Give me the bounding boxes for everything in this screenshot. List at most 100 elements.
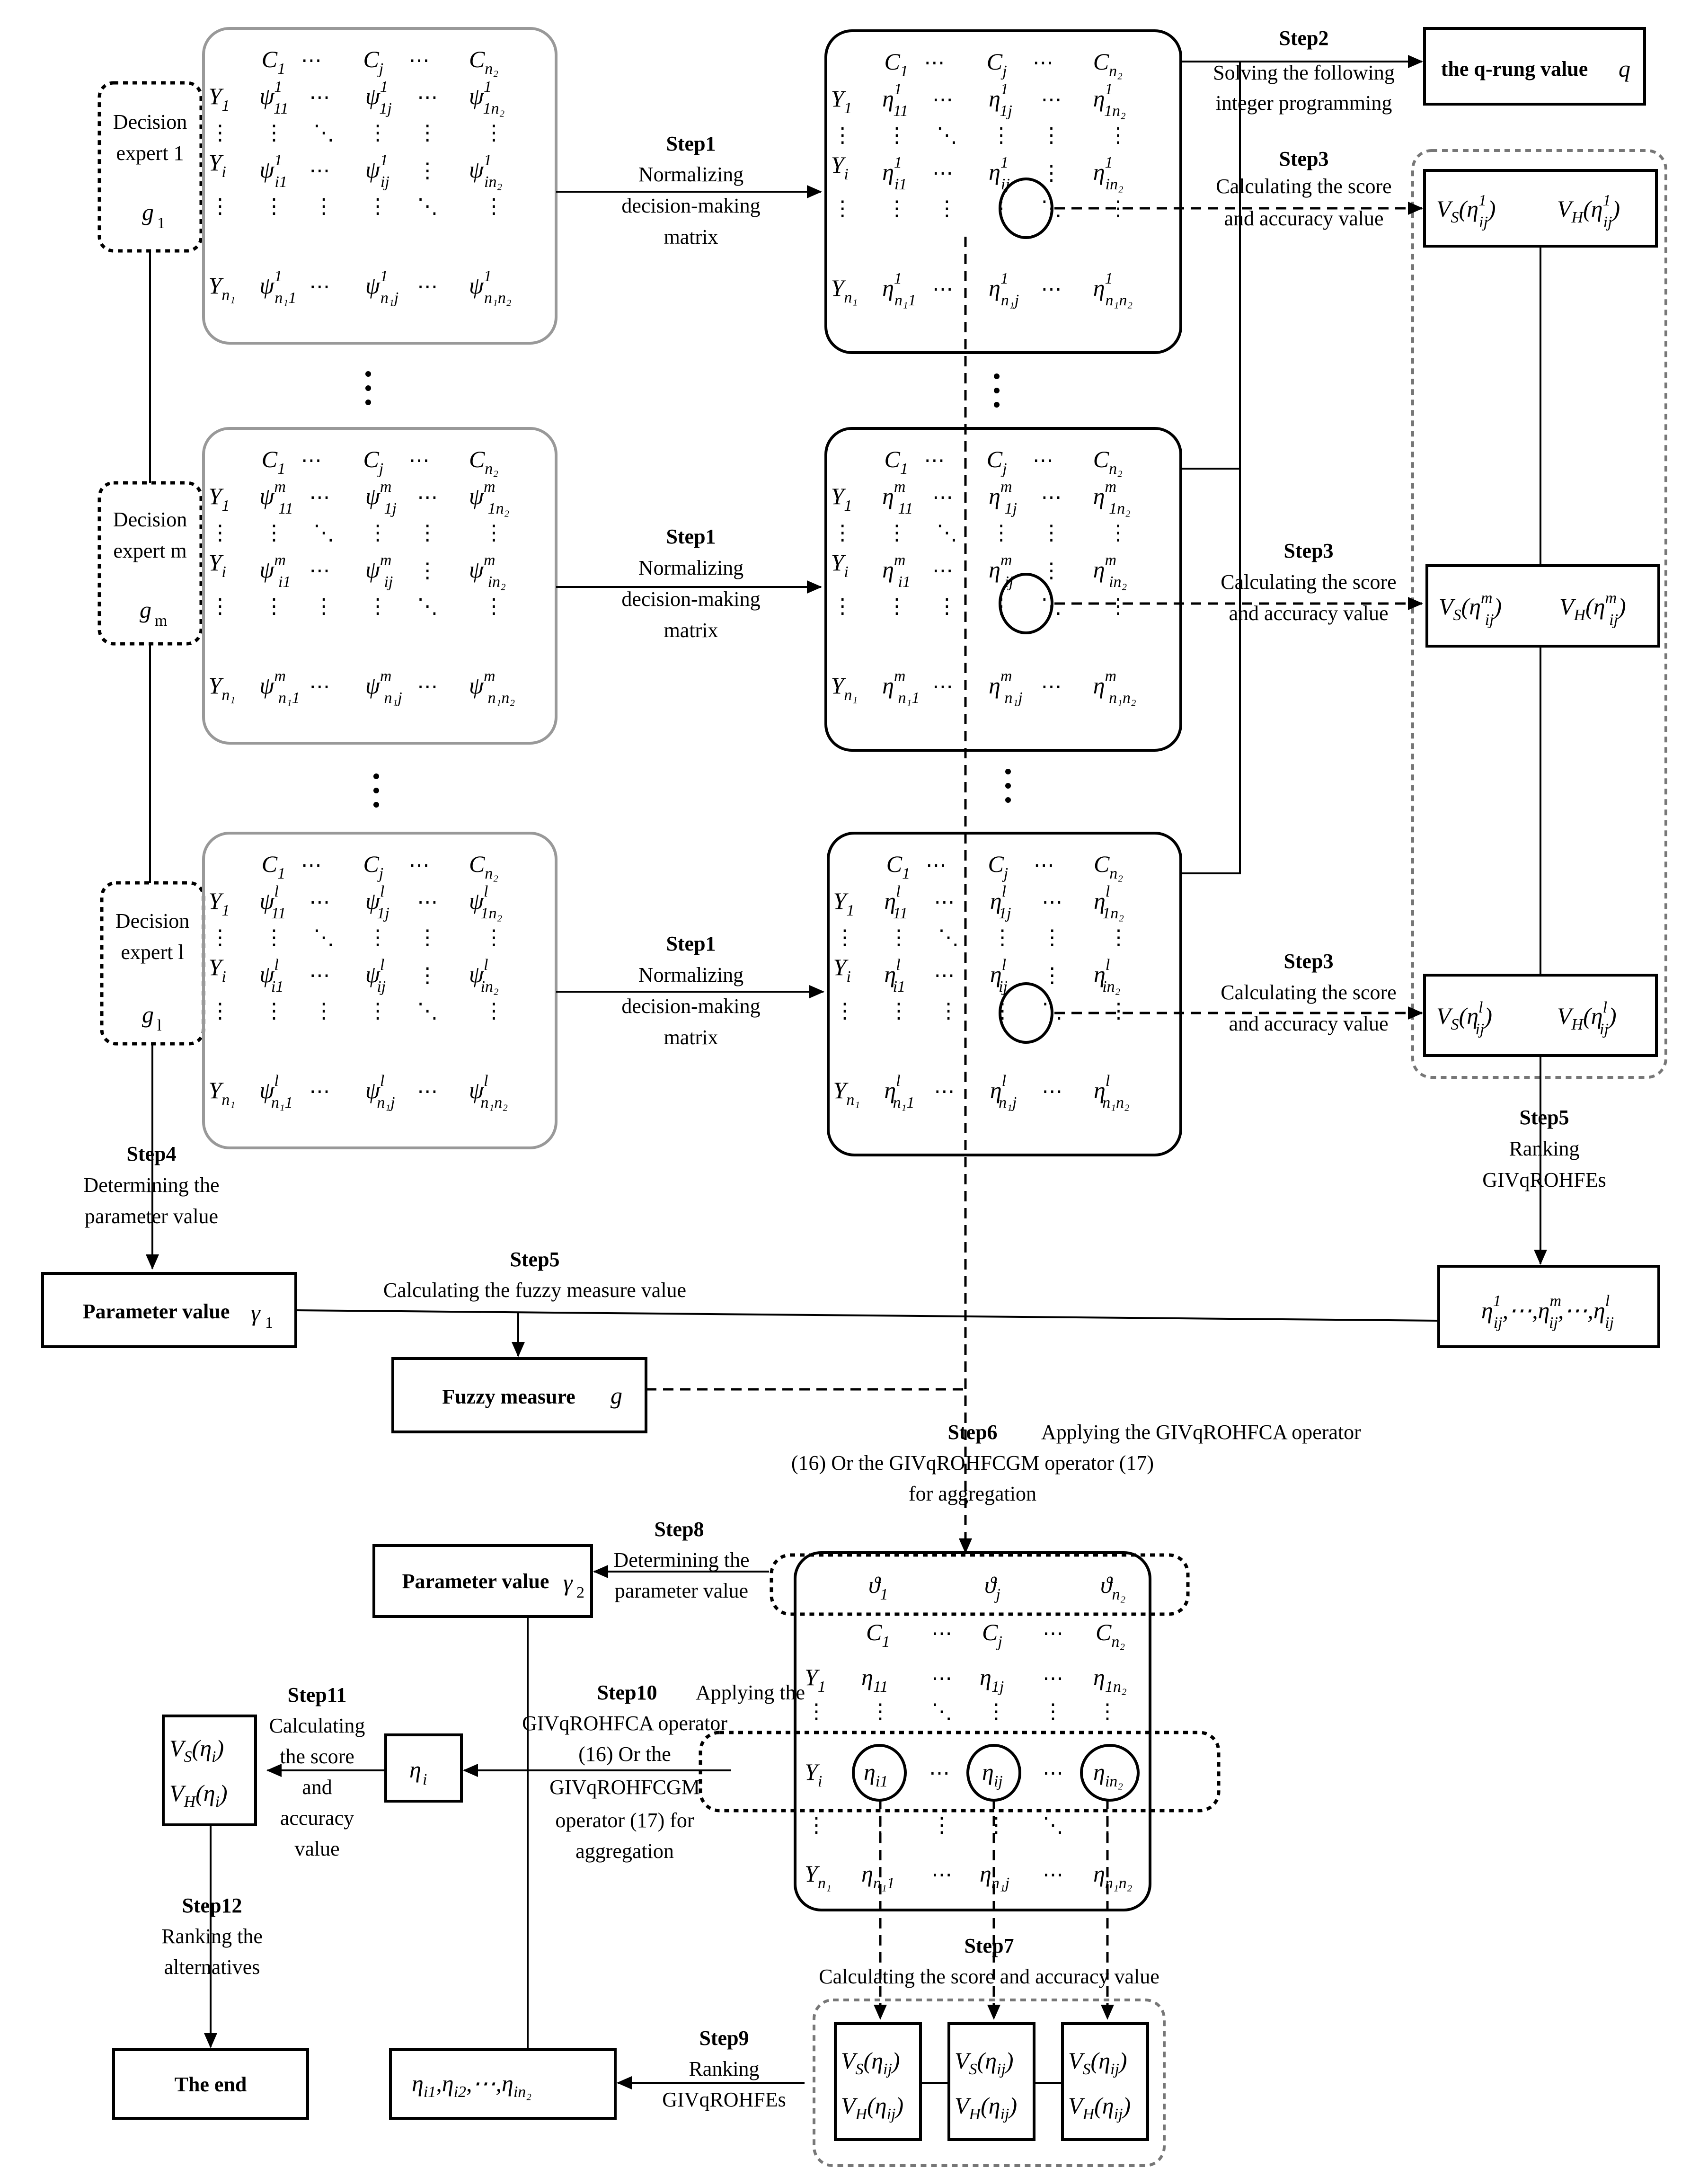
alternative-row [699, 1731, 1221, 1813]
ellipsis: ⋮ [210, 521, 230, 544]
ellipsis: ⋯ [417, 86, 438, 109]
ellipsis: ⋯ [309, 559, 330, 582]
matrix-entry: ηn₁j [980, 1860, 1009, 1892]
row-header: Yn₁ [209, 272, 236, 304]
ellipsis: ⋮ [313, 195, 334, 218]
ellipsis: ⋯ [934, 964, 955, 987]
column-header: Cj [363, 851, 383, 882]
row-header: Yi [209, 549, 226, 581]
row-header: Yi [209, 149, 226, 181]
svg-text:Calculating the score and accu: Calculating the score and accuracy value [819, 1965, 1159, 1988]
ellipsis: ⋮ [1108, 521, 1129, 544]
column-header: Cj [988, 851, 1008, 882]
ellipsis: ⋯ [1041, 88, 1062, 111]
ellipsis: ⋮ [1108, 124, 1129, 147]
column-header: C1 [262, 46, 285, 78]
expert-m-g: g [140, 596, 151, 623]
expert-m-label2: expert m [113, 539, 186, 562]
step6-label: Step6 Applying the GIVqROHFCA operator (… [791, 1421, 1361, 1505]
ellipsis: ⋮ [1108, 595, 1129, 618]
ellipsis: ⋮ [264, 195, 284, 218]
ranked-eta-box: ηi1,ηi2,⋯,ηin₂ [389, 2048, 617, 2120]
ellipsis: ⋯ [309, 159, 330, 182]
parameter-value-2-box: Parameter value γ 2 [372, 1544, 593, 1618]
highlight-eta-ij-l [999, 982, 1053, 1044]
svg-text:Parameter value: Parameter value [83, 1300, 230, 1323]
vertical-ellipsis-mid-1 [994, 373, 1000, 408]
svg-text:Determining the: Determining the [83, 1173, 219, 1197]
svg-text:Normalizing: Normalizing [638, 556, 743, 579]
svg-text:decision-making: decision-making [621, 194, 760, 217]
svg-text:Step3: Step3 [1283, 539, 1333, 562]
ellipsis: ⋯ [1043, 1667, 1063, 1690]
matrix-entry: η11 [861, 1664, 888, 1696]
row-header: Yn₁ [805, 1860, 832, 1892]
ellipsis: ⋮ [264, 121, 284, 144]
ellipsis: ⋯ [931, 1667, 952, 1690]
ellipsis: ⋮ [1041, 124, 1062, 147]
svg-text:matrix: matrix [664, 1026, 718, 1049]
expert-l-g: g [142, 1001, 154, 1028]
vertical-ellipsis-left-1 [365, 371, 371, 405]
ellipsis: ⋯ [924, 449, 945, 472]
ellipsis: ⋮ [484, 521, 504, 544]
svg-text:Step3: Step3 [1279, 147, 1328, 170]
ellipsis: ⋮ [886, 521, 907, 544]
ellipsis: ⋮ [313, 999, 334, 1022]
svg-text:ηi1,ηi2,⋯,ηin₂: ηi1,ηi2,⋯,ηin₂ [412, 2070, 531, 2101]
ellipsis: ⋮ [367, 926, 388, 949]
ellipsis: ⋮ [832, 124, 853, 147]
fuzzy-measure-box: Fuzzy measure g [391, 1357, 647, 1433]
row-header: Yi [833, 954, 851, 986]
matrix-entry: η1n₂ [1093, 1664, 1127, 1696]
step1-arrow-l: Step1 Normalizing decision-making matrix [556, 932, 824, 1049]
ellipsis: ⋮ [484, 926, 504, 949]
ellipsis: ⋮ [834, 926, 855, 949]
ellipsis: ⋯ [1042, 1080, 1062, 1103]
ellipsis: ⋯ [417, 1080, 438, 1103]
ellipsis: ⋯ [301, 449, 322, 472]
ellipsis: ⋮ [834, 999, 855, 1022]
svg-text:and: and [302, 1776, 332, 1799]
ellipsis: ⋯ [931, 1863, 952, 1886]
row-header: Yn₁ [209, 1077, 236, 1109]
ellipsis: ⋮ [886, 197, 907, 220]
svg-text:Ranking the: Ranking the [161, 1925, 263, 1948]
expert-m-g-sub: m [155, 612, 167, 630]
svg-text:value: value [294, 1837, 339, 1860]
svg-text:Step8: Step8 [654, 1518, 704, 1541]
row-header: Yn₁ [833, 1077, 860, 1109]
ellipsis: ⋮ [1041, 521, 1062, 544]
step7-score-container [813, 1999, 1166, 2167]
column-header: Cj [987, 446, 1007, 478]
column-header: Cn₂ [1096, 1619, 1125, 1651]
step7-label: Step7 Calculating the score and accuracy… [819, 1934, 1159, 1988]
ellipsis: ⋱ [931, 1700, 952, 1723]
ellipsis: ⋮ [832, 521, 853, 544]
ellipsis: ⋮ [986, 1813, 1007, 1837]
ellipsis: ⋯ [1033, 449, 1053, 472]
svg-text:(16) Or the GIVqROHFCGM operat: (16) Or the GIVqROHFCGM operator (17) [791, 1451, 1154, 1475]
column-header: Cn₂ [469, 46, 498, 78]
expert-l-g-sub: l [157, 1017, 161, 1034]
ellipsis: ⋯ [1043, 1622, 1063, 1645]
